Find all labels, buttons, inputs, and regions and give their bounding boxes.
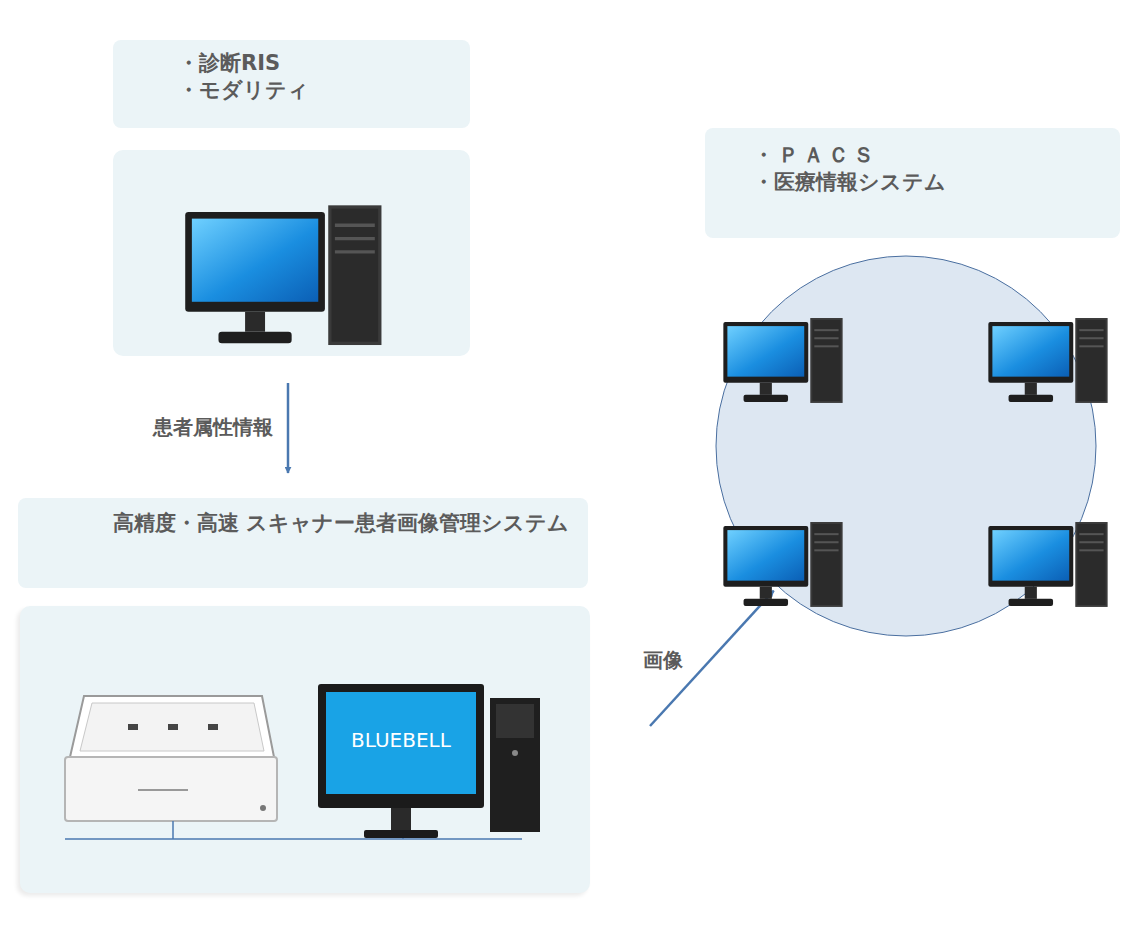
- system-name: ・診断RIS: [178, 50, 460, 77]
- system-group: ・診断RIS・モダリティ: [113, 40, 470, 356]
- system-name: 高精度・高速 スキャナー患者画像管理システム: [113, 510, 578, 537]
- flow-label: 患者属性情報: [150, 413, 276, 442]
- system-name: ・ＰＡＣＳ: [753, 142, 1110, 169]
- screen-text: BLUEBELL: [326, 728, 476, 752]
- title-band: ・診断RIS・モダリティ: [113, 40, 470, 128]
- system-name: ・モダリティ: [178, 77, 460, 104]
- title-band: 高精度・高速 スキャナー患者画像管理システム: [18, 498, 588, 588]
- flow-label: 画像: [640, 646, 686, 675]
- system-name: ・医療情報システム: [753, 169, 1110, 196]
- system-group: 高精度・高速 スキャナー患者画像管理システム BLUEBELL: [18, 498, 590, 893]
- system-group: ・ＰＡＣＳ・医療情報システム: [705, 128, 1120, 618]
- flow-arrow: [287, 383, 290, 473]
- title-band: ・ＰＡＣＳ・医療情報システム: [705, 128, 1120, 238]
